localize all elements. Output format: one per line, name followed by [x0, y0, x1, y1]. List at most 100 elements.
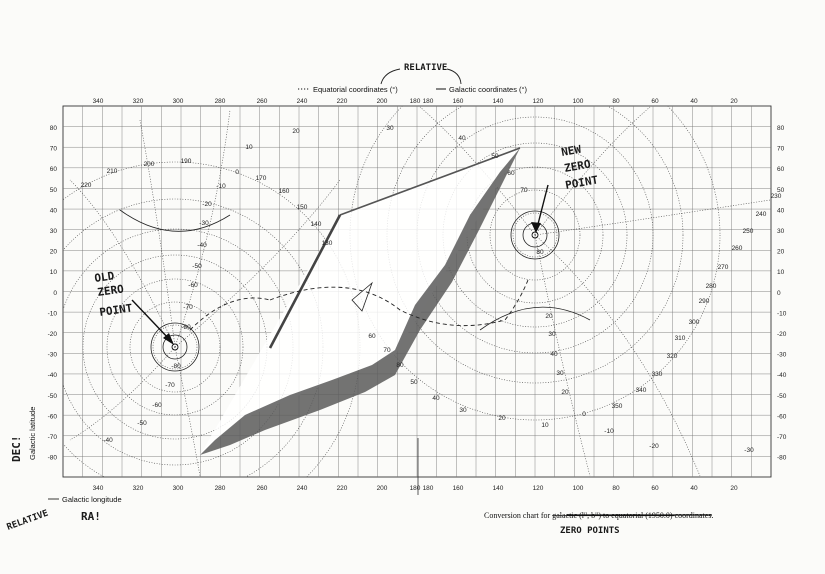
dec-circle — [152, 324, 198, 370]
left-tick-label: 60 — [50, 166, 58, 173]
coordinate-label: 20 — [545, 313, 553, 320]
coordinate-label: -70 — [165, 382, 175, 389]
coordinate-label: 40 — [458, 135, 466, 142]
coordinate-label: 130 — [322, 240, 333, 247]
left-tick-label: 0 — [53, 290, 57, 297]
coordinate-label: 80 — [396, 362, 404, 369]
bottom-tick-label: 120 — [533, 485, 544, 492]
left-tick-label: -20 — [48, 331, 58, 338]
coordinate-label: 210 — [107, 168, 118, 175]
diamond-whiteout — [200, 148, 520, 455]
left-tick-label: 80 — [50, 125, 58, 132]
coordinate-label: 0 — [582, 411, 586, 418]
coordinate-label: -50 — [192, 263, 202, 270]
x-axis-label: Galactic longitude — [62, 495, 122, 504]
coordinate-label: -10 — [604, 428, 614, 435]
coordinate-label: -80 — [181, 324, 191, 331]
ra-line — [69, 346, 176, 441]
coordinate-label: -10 — [216, 183, 226, 190]
relative-note: RELATIVE — [6, 509, 50, 533]
right-tick-label: -60 — [777, 413, 787, 420]
coordinate-label: 340 — [636, 387, 647, 394]
new-zero-arrow — [536, 184, 549, 229]
bottom-tick-label: 200 — [377, 485, 388, 492]
right-tick-label: 20 — [777, 249, 785, 256]
left-tick-label: -50 — [48, 393, 58, 400]
bottom-tick-label: 80 — [612, 485, 620, 492]
coordinate-label: -60 — [152, 402, 162, 409]
dashed-path — [269, 279, 529, 327]
dec-circle — [106, 278, 244, 416]
galactic-arc — [119, 209, 231, 232]
right-tick-label: 80 — [777, 125, 785, 132]
bottom-tick-label: 160 — [453, 485, 464, 492]
coordinate-label: 50 — [410, 379, 418, 386]
bottom-tick-label: 60 — [651, 485, 659, 492]
right-tick-label: -50 — [777, 393, 787, 400]
coordinate-label: 280 — [706, 283, 717, 290]
left-tick-label: -40 — [48, 372, 58, 379]
coordinate-label: 60 — [368, 333, 376, 340]
bottom-tick-label: 100 — [573, 485, 584, 492]
equatorial-legend-label: Equatorial coordinates (°) — [313, 85, 398, 94]
galactic-pole-circles — [119, 209, 591, 372]
coordinate-label: 200 — [144, 161, 155, 168]
new-zero-label-1: NEW — [560, 143, 582, 159]
coordinate-label: 150 — [297, 204, 308, 211]
ra-line — [419, 106, 536, 236]
coordinate-label: 30 — [459, 407, 467, 414]
bottom-tick-label: 220 — [337, 485, 348, 492]
coordinate-label: -40 — [103, 437, 113, 444]
ra-line — [139, 119, 176, 348]
coordinate-label: -20 — [649, 443, 659, 450]
bottom-tick-label: 140 — [493, 485, 504, 492]
coordinate-label: 220 — [81, 182, 92, 189]
new-zero-point: NEW ZERO POINT — [531, 143, 600, 239]
left-tick-label: 20 — [50, 249, 58, 256]
top-tick-label: 140 — [493, 98, 504, 105]
coordinate-label: 20 — [498, 415, 506, 422]
new-zero-marker — [531, 231, 539, 239]
left-tick-label: -70 — [48, 434, 58, 441]
coordinate-label: 80 — [536, 249, 544, 256]
old-zero-outer-circle — [150, 322, 200, 372]
coordinate-label: 310 — [675, 335, 686, 342]
coordinate-label: 330 — [652, 371, 663, 378]
coordinate-label: 270 — [718, 264, 729, 271]
ra-line — [534, 199, 771, 236]
coordinate-label: 40 — [432, 395, 440, 402]
old-zero-inner-circle — [162, 334, 188, 360]
dec-circle — [489, 189, 581, 281]
coordinate-label: 350 — [612, 403, 623, 410]
left-tick-label: -10 — [48, 310, 58, 317]
right-tick-label: -70 — [777, 434, 787, 441]
diamond-top-edge — [339, 147, 521, 216]
coordinate-label: 40 — [550, 351, 558, 358]
old-zero-label-2: ZERO — [97, 282, 125, 299]
old-zero-arrow — [131, 299, 171, 341]
dec-circle — [416, 116, 654, 354]
galactic-arc — [479, 306, 591, 331]
bottom-tick-label: 40 — [690, 485, 698, 492]
coordinate-label: 0 — [235, 169, 239, 176]
top-tick-label: 200 — [377, 98, 388, 105]
dec-circle — [386, 106, 684, 384]
left-tick-label: 10 — [50, 269, 58, 276]
right-tick-label: -30 — [777, 352, 787, 359]
coordinate-label: 70 — [520, 187, 528, 194]
coordinate-label: 20 — [292, 128, 300, 135]
coordinate-label: 240 — [756, 211, 767, 218]
coordinate-label: 140 — [311, 221, 322, 228]
old-zero-label-3: POINT — [99, 301, 134, 319]
bottom-tick-label: 320 — [133, 485, 144, 492]
coordinate-label: 70 — [383, 347, 391, 354]
top-tick-label: 220 — [337, 98, 348, 105]
ra-line — [534, 234, 591, 477]
dec-circle — [512, 212, 558, 258]
coordinate-label: 230 — [771, 193, 782, 200]
galactic-grid — [63, 106, 771, 477]
coordinate-label: -30 — [744, 447, 754, 454]
bottom-tick-label: 300 — [173, 485, 184, 492]
